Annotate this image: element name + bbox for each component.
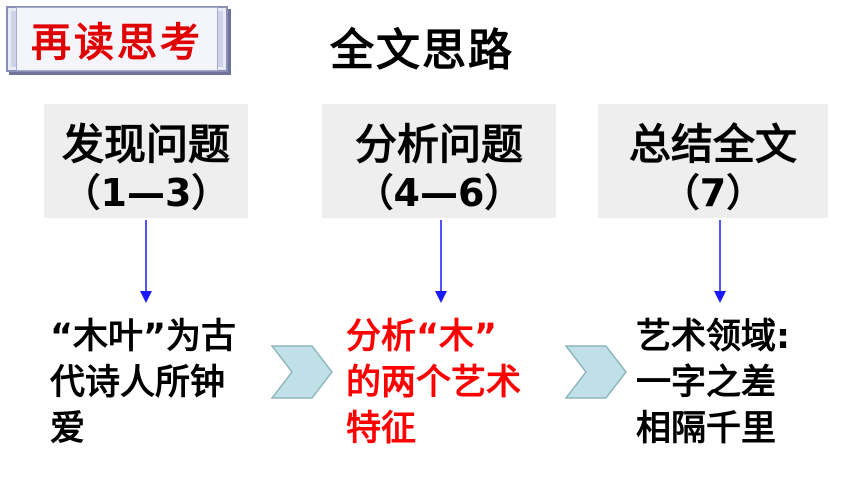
description-line: 一字之差 <box>636 363 777 403</box>
stage-heading: 总结全文 <box>628 120 797 169</box>
stage-range: （4—6） <box>355 171 523 215</box>
stage-description-summarize: 艺术领域: 一字之差 相隔千里 <box>636 314 850 452</box>
stage-box-summarize: 总结全文 （7） <box>598 104 828 218</box>
stage-box-analyze: 分析问题 （4—6） <box>322 104 556 218</box>
description-line: 相隔千里 <box>636 409 777 449</box>
page-title: 全文思路 <box>330 25 514 76</box>
stage-range: （1—3） <box>62 171 230 215</box>
stage-heading: 分析问题 <box>354 120 523 169</box>
stage-heading: 发现问题 <box>61 120 230 169</box>
stage-box-discover: 发现问题 （1—3） <box>44 104 248 218</box>
chevron-right-icon <box>270 345 333 399</box>
description-line: “木叶”为古 <box>50 317 237 357</box>
stage-range: （7） <box>661 171 765 215</box>
chevron-right-icon <box>564 345 627 399</box>
description-line: 特征 <box>346 409 417 449</box>
description-line: 爱 <box>50 409 86 449</box>
section-tag: 再读思考 <box>6 6 228 72</box>
description-line: 的两个艺术 <box>346 363 522 403</box>
description-line: 艺术领域: <box>636 317 790 357</box>
section-tag-inner: 再读思考 <box>16 7 218 71</box>
section-tag-label: 再读思考 <box>31 20 203 66</box>
stage-description-analyze: 分析“木” 的两个艺术 特征 <box>346 314 546 452</box>
description-line: 分析“木” <box>346 317 498 357</box>
stage-description-discover: “木叶”为古 代诗人所钟 爱 <box>50 314 272 452</box>
description-line: 代诗人所钟 <box>50 363 226 403</box>
